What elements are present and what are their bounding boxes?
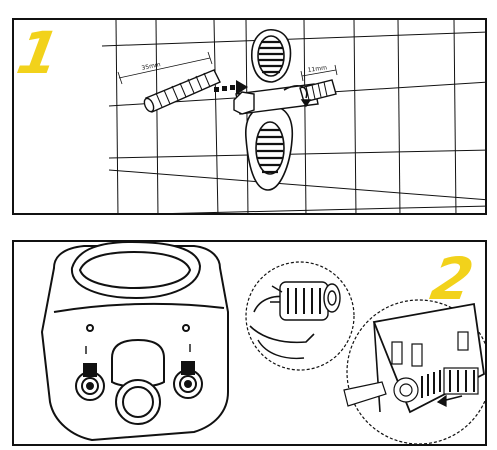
toilet-icon [40,242,229,442]
dimension-11 [300,64,338,82]
wall-bolt-illustration: 35mm [101,20,485,213]
dim-label-right: 11mm [307,64,327,74]
panel-step-1: 35mm [12,18,487,215]
bolt-icon [143,69,221,113]
dimension-35 [117,51,213,85]
detail-circle-install [343,299,485,444]
dim-label-left: 35mm [141,61,162,72]
tile-grid [101,20,485,213]
bracket-icon [235,29,319,191]
arrow-icon [214,80,248,95]
panel-step-2 [12,240,487,446]
hex-bolt-icon [233,79,337,115]
toilet-mount-illustration [40,242,485,444]
fixing-sleeve-icon [270,281,341,321]
